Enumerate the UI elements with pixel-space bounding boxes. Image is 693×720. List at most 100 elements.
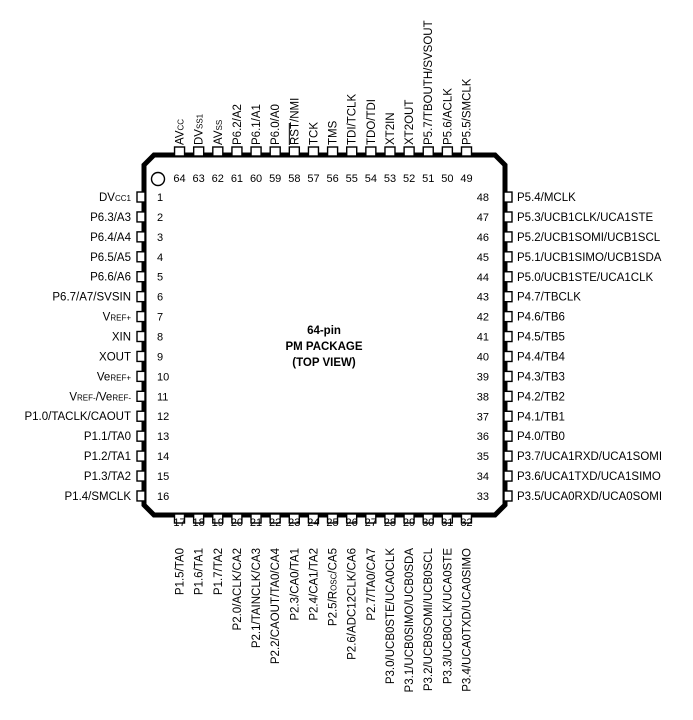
pin-label: P4.3/TB3 — [517, 371, 565, 383]
pin-label: DVSS1 — [194, 113, 206, 145]
pin-lead — [173, 146, 186, 157]
pin-number: 21 — [250, 517, 262, 529]
pin-lead — [384, 146, 396, 157]
pin-label: P1.4/SMCLK — [65, 491, 132, 503]
pin-label: TDI/TCLK — [347, 94, 359, 145]
pin-number: 51 — [422, 173, 434, 185]
pin-number: 33 — [477, 491, 489, 503]
pin-number: 29 — [403, 517, 415, 529]
pin-number: 28 — [384, 517, 396, 529]
pin-lead — [503, 470, 513, 482]
pin-6: 6P6.7/A7/SVSIN — [52, 290, 163, 304]
pin-lead — [136, 490, 146, 502]
pin-48: 48 P5.4/MCLK — [477, 191, 576, 204]
pin-lead — [136, 390, 146, 402]
pin-lead — [422, 146, 434, 157]
pin-lead — [503, 450, 513, 462]
pin-label: P6.5/A5 — [90, 252, 131, 264]
pin-number: 23 — [288, 517, 300, 529]
pin-label: P5.2/UCB1SOMI/UCB1SCL — [517, 232, 661, 244]
pin-62: 62 AVSS — [212, 120, 225, 185]
pin-lead — [136, 370, 146, 383]
pin-number: 31 — [441, 517, 453, 529]
pin-number: 38 — [477, 391, 489, 403]
pin-lead — [422, 513, 434, 524]
pin-number: 47 — [477, 212, 489, 224]
pin-label: P3.2/UCB0SOMI/UCB0SCL — [423, 547, 435, 691]
pin-47: 47 P5.3/UCB1CLK/UCA1STE — [477, 211, 653, 224]
pin-lead — [288, 513, 300, 524]
pin-number: 7 — [157, 312, 163, 324]
pin-label: P1.7/TA2 — [213, 548, 225, 595]
pin-number: 27 — [365, 517, 377, 529]
pin-number: 39 — [477, 371, 489, 383]
pin-lead — [192, 146, 205, 157]
pin1-marker — [150, 171, 166, 187]
pin-label: P3.7/UCA1RXD/UCA1SOMI — [517, 451, 662, 463]
pin-number: 32 — [460, 517, 472, 529]
pin-label: P1.0/TACLK/CAOUT — [24, 411, 131, 423]
pin-number: 63 — [193, 173, 205, 185]
pin-label: P1.6/TA1 — [194, 548, 206, 595]
pin-label: P1.1/TA0 — [84, 431, 131, 443]
pin-label: P6.2/A2 — [232, 104, 244, 145]
pin-label: P5.4/MCLK — [517, 192, 576, 204]
pin-label: VREF-/VeREF- — [69, 391, 131, 403]
pin-label: RST/NMI — [289, 98, 301, 145]
pin-number: 45 — [477, 252, 489, 264]
pin-number: 9 — [157, 351, 163, 363]
pin-label: TMS — [328, 120, 340, 145]
pin-number: 48 — [477, 192, 489, 204]
pin-label: P5.6/ACLK — [442, 88, 454, 145]
pin-label: P5.5/SMCLK — [462, 78, 474, 145]
pin-label: P2.6/ADC12CLK/CA6 — [347, 548, 359, 660]
pin-label: TCK — [308, 122, 320, 145]
pin-number: 14 — [157, 451, 169, 463]
pin-number: 59 — [269, 173, 281, 185]
pin-label: P4.7/TBCLK — [517, 292, 581, 304]
pin-number: 56 — [326, 173, 338, 185]
pin-lead — [503, 271, 513, 283]
pin-label: P5.1/UCB1SIMO/UCB1SDA — [517, 252, 662, 264]
pin-lead — [136, 310, 146, 323]
pin-lead — [136, 231, 146, 243]
pin-lead — [231, 146, 243, 157]
pin-56: 56 TMS — [326, 120, 339, 185]
pin-lead — [346, 146, 358, 157]
pin-lead — [212, 146, 224, 157]
pin-label: P5.3/UCB1CLK/UCA1STE — [517, 212, 653, 224]
pin-lead — [503, 350, 513, 363]
pin-label: AVSS — [213, 120, 225, 145]
pin-number: 54 — [365, 173, 377, 185]
pin-5: 5P6.6/A6 — [90, 271, 163, 284]
pin-3: 3P6.4/A4 — [90, 231, 163, 244]
pin-label: VREF+ — [103, 312, 132, 324]
pin-label: P6.3/A3 — [90, 212, 131, 224]
pin-number: 53 — [384, 173, 396, 185]
pin-number: 1 — [157, 192, 163, 204]
pin-lead — [503, 490, 513, 502]
pin-label: P4.0/TB0 — [517, 431, 565, 443]
pin-number: 17 — [173, 517, 185, 529]
pin-number: 8 — [157, 332, 163, 344]
pin-number: 62 — [212, 173, 224, 185]
pin-number: 6 — [157, 292, 163, 304]
pin-2: 2P6.3/A3 — [90, 211, 163, 224]
